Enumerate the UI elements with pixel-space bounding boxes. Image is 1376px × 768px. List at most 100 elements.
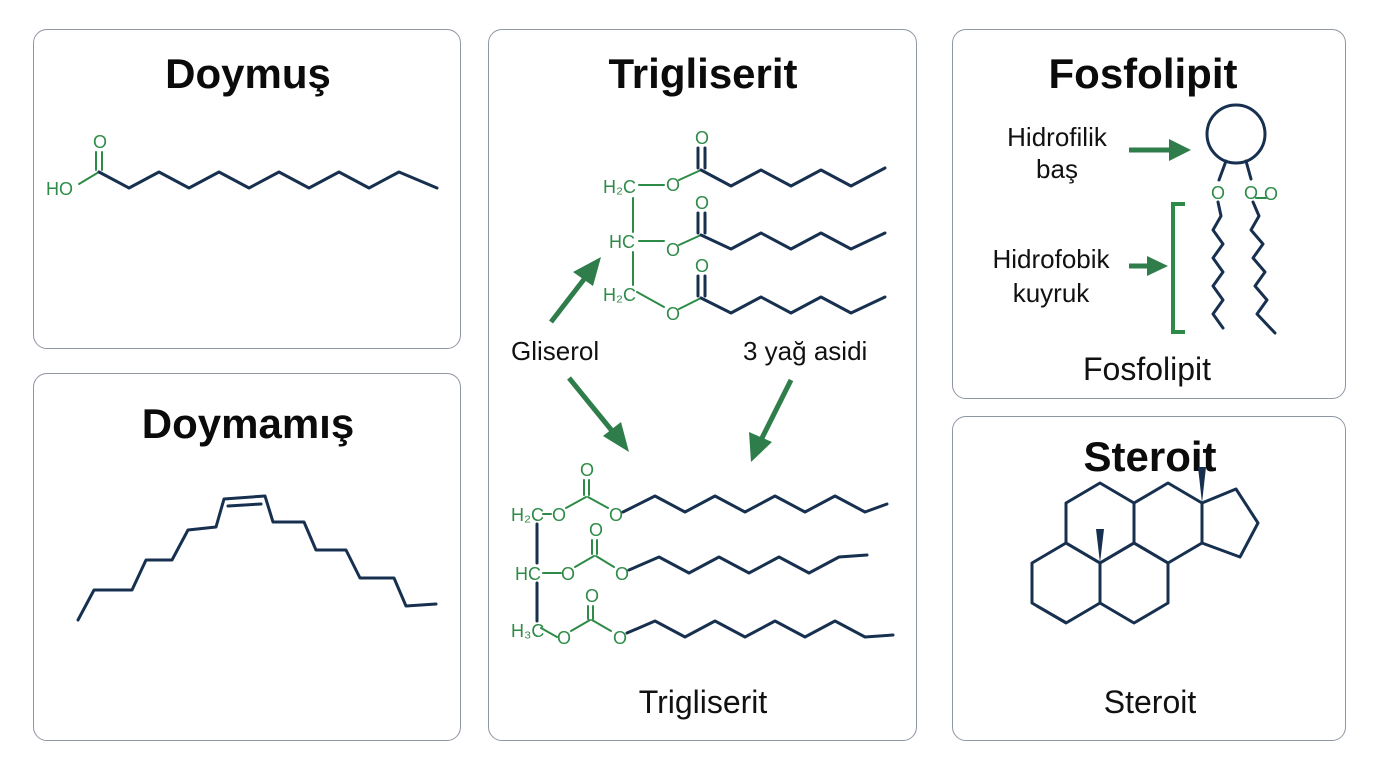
left-tail-oxygen: O	[1211, 183, 1225, 203]
steroid-ring-a	[1030, 541, 1102, 625]
lower-ester-oxygen-a-1: O	[552, 505, 566, 525]
hydrophilic-label-line2: baş	[1036, 154, 1078, 184]
hydrophilic-head-circle	[1205, 103, 1267, 165]
upper-ch2-top: H₂C	[603, 177, 636, 197]
glycerol-up-arrow-head	[573, 257, 601, 286]
tail-bracket	[1171, 202, 1185, 334]
upper-chain-3	[699, 295, 887, 315]
tail-arrow-head	[1147, 256, 1168, 276]
unsaturated-title: Doymamış	[142, 400, 354, 447]
lower-chain-1	[621, 494, 889, 514]
head-left-bond	[1217, 159, 1228, 182]
upper-ester-oxygen-1: O	[666, 175, 680, 195]
lower-bond-a-2	[574, 555, 595, 568]
lower-bond-b-3	[591, 619, 612, 632]
steroid-ring-c	[1132, 481, 1204, 565]
glycerol-down-arrow-head	[603, 422, 629, 452]
upper-fatty-acid-3: O O	[666, 256, 887, 324]
lower-link-3	[540, 627, 558, 638]
lower-carbonyl-oxygen-1: O	[580, 460, 594, 480]
upper-ester-oxygen-2: O	[666, 240, 680, 260]
carbonyl-oxygen-fosfo: O	[1264, 184, 1278, 204]
lower-chain-3	[625, 619, 895, 639]
lower-fatty-acid-2: O O O	[561, 520, 869, 584]
cis-double-bond	[226, 502, 263, 508]
upper-fatty-acid-1: O O	[666, 128, 887, 195]
fatty-acids-down-arrow-shaft	[758, 378, 794, 442]
saturated-title: Doymuş	[165, 50, 331, 97]
steroid-ring-c-lower	[1098, 541, 1170, 625]
steroid-panel: Steroit Steroit	[952, 416, 1346, 741]
right-hydrophobic-tail	[1249, 200, 1277, 335]
lower-bond-a-3	[570, 619, 591, 632]
lower-bond-a-1	[565, 496, 587, 509]
glycerol-label: Gliserol	[511, 336, 599, 366]
lower-glycerol: H₂C HC H₃C	[511, 505, 562, 641]
upper-ch: HC	[609, 232, 635, 252]
steroid-ring-d	[1200, 487, 1260, 559]
phospholipid-caption: Fosfolipit	[1083, 351, 1211, 387]
unsaturated-fatty-acid-diagram: Doymamış	[76, 400, 438, 622]
unsaturated-fatty-acid-panel: Doymamış	[33, 373, 461, 741]
carbonyl-oxygen-label: O	[93, 132, 107, 152]
upper-fatty-acid-2: O O	[666, 193, 887, 260]
upper-o-c-bond-3	[678, 297, 702, 310]
lower-ester-oxygen-b-3: O	[613, 628, 627, 648]
lower-carbonyl-oxygen-2: O	[589, 520, 603, 540]
upper-ch2-bottom: H₂C	[603, 285, 636, 305]
lower-ester-oxygen-a-3: O	[557, 628, 571, 648]
triglyceride-panel: Trigliserit H₂C HC H₂C O O O O	[488, 29, 917, 741]
lower-chain-2	[627, 553, 869, 575]
upper-glycerol: H₂C HC H₂C	[603, 177, 665, 308]
upper-carbonyl-oxygen-3: O	[695, 256, 709, 276]
lower-ester-oxygen-b-2: O	[615, 564, 629, 584]
hydrophilic-label-line1: Hidrofilik	[1007, 122, 1108, 152]
upper-chain-1	[699, 166, 887, 188]
lower-ch2: H₂C	[511, 505, 544, 525]
glycerol-up-arrow-shaft	[549, 276, 587, 324]
lower-bond-b-2	[595, 555, 615, 568]
phospholipid-diagram: Fosfolipit Hidrofilik baş O O O Hidrofob…	[992, 50, 1278, 387]
glycerol-down-arrow-shaft	[567, 376, 615, 434]
hydrophobic-label-line2: kuyruk	[1013, 278, 1091, 308]
methyl-wedge-b	[1198, 467, 1206, 503]
lower-ch: HC	[515, 564, 541, 584]
phospholipid-title: Fosfolipit	[1049, 50, 1238, 97]
head-arrow-head	[1169, 139, 1191, 161]
lower-carbonyl-oxygen-3: O	[585, 586, 599, 606]
upper-ester-oxygen-3: O	[666, 304, 680, 324]
unsaturated-carbon-chain	[76, 494, 438, 622]
methyl-wedge-a	[1096, 529, 1104, 563]
hydrophobic-label-line1: Hidrofobik	[992, 244, 1110, 274]
lower-ester-oxygen-a-2: O	[561, 564, 575, 584]
phospholipid-panel: Fosfolipit Hidrofilik baş O O O Hidrofob…	[952, 29, 1346, 399]
saturated-fatty-acid-diagram: Doymuş HO O	[46, 50, 439, 199]
lower-bond-b-1	[587, 496, 609, 509]
fatty-acids-label: 3 yağ asidi	[743, 336, 867, 366]
fatty-acids-down-arrow-head	[749, 432, 772, 462]
steroid-diagram: Steroit Steroit	[1030, 433, 1260, 720]
right-tail-oxygen: O	[1244, 183, 1258, 203]
upper-o-c-bond-1	[678, 169, 702, 181]
lower-fatty-acid-1: O O O	[552, 460, 889, 525]
triglyceride-diagram: Trigliserit H₂C HC H₂C O O O O	[511, 50, 895, 720]
steroid-ring-a-double-bond	[1035, 604, 1067, 624]
saturated-carbon-chain	[97, 170, 439, 190]
steroid-caption: Steroit	[1104, 684, 1197, 720]
steroid-title: Steroit	[1083, 433, 1216, 480]
head-right-bond	[1244, 159, 1253, 181]
hydroxyl-bond	[78, 171, 100, 185]
lower-fatty-acid-3: O O O	[557, 586, 895, 648]
upper-carbonyl-oxygen-2: O	[695, 193, 709, 213]
hydroxyl-label: HO	[46, 179, 73, 199]
left-hydrophobic-tail	[1211, 200, 1225, 330]
saturated-fatty-acid-panel: Doymuş HO O	[33, 29, 461, 349]
lower-ester-oxygen-b-1: O	[609, 505, 623, 525]
upper-chain-2	[699, 231, 887, 251]
lower-ch3: H₃C	[511, 621, 544, 641]
triglyceride-caption: Trigliserit	[639, 684, 768, 720]
upper-carbonyl-oxygen-1: O	[695, 128, 709, 148]
upper-o-c-bond-2	[678, 234, 702, 246]
upper-ester-link-3	[636, 291, 665, 308]
triglyceride-title: Trigliserit	[608, 50, 797, 97]
